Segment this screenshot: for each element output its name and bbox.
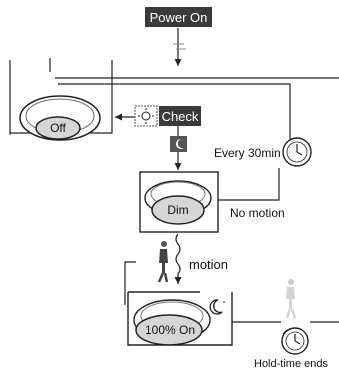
faint-person-icon [286,279,295,318]
power-on-box: Power On [145,7,212,27]
clock-30min-icon [283,138,311,166]
hold-time-ends-label: Hold-time ends [254,358,328,370]
check-box: Check [159,106,201,126]
sun-icon [135,106,157,126]
clock-hold-time-icon [282,328,308,354]
full-state-label: 100% On [140,323,200,337]
motion-label: motion [189,257,228,272]
moon-icon [170,136,187,152]
off-state-label: Off [38,121,78,135]
night-moon-icon [210,300,222,314]
walking-person-icon [159,241,168,282]
motion-connector [176,234,180,284]
dim-state-label: Dim [158,203,198,217]
dim-state-box [140,172,218,232]
no-motion-label: No motion [230,206,285,220]
power-on-connector [173,28,186,66]
full-box-left-bracket [125,262,136,305]
every-30min-label: Every 30min [214,146,281,160]
